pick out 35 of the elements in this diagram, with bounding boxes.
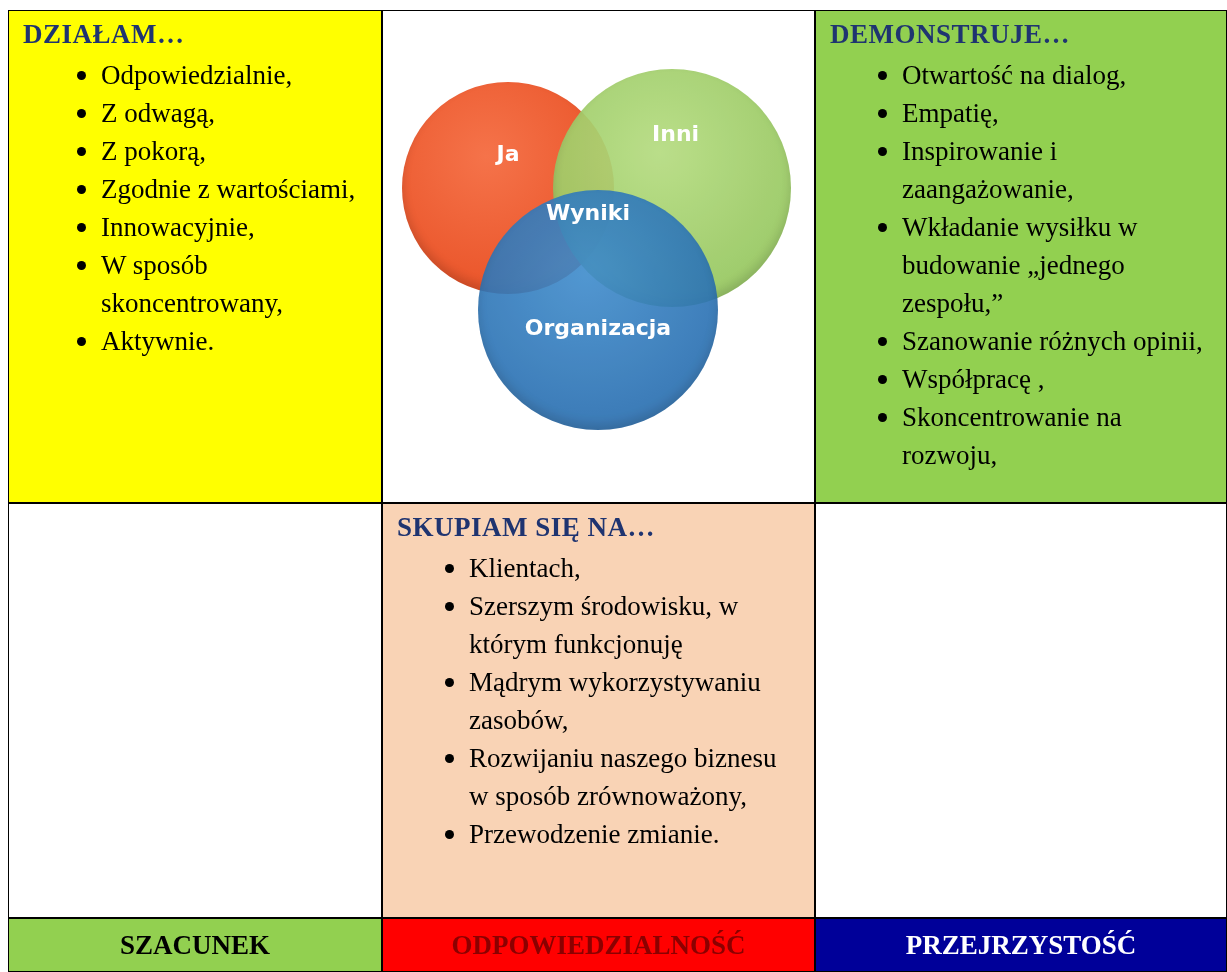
bullet-item: Szerszym środowisku, w którym funkcjonuję <box>443 587 800 663</box>
category-panel <box>8 10 382 503</box>
bullet-item: Skoncentrowanie na rozwoju, <box>876 398 1212 474</box>
value-label: PRZEJRZYSTOŚĆ <box>905 929 1137 961</box>
bullet-item: W sposób skoncentrowany, <box>75 246 367 322</box>
bullet-item: Rozwijaniu naszego biznesu w sposób zrównoważony, <box>443 739 800 815</box>
bullet-item: Empatię, <box>876 94 1212 132</box>
panel-heading: SKUPIAM SIĘ NA… <box>397 512 656 543</box>
circle-label: Inni <box>652 121 700 147</box>
value-bar <box>815 918 1227 972</box>
bullet-item: Przewodzenie zmianie. <box>443 815 800 853</box>
overlap-label: Wyniki <box>546 199 630 225</box>
panel-heading: DZIAŁAM… <box>23 19 185 50</box>
bullet-item: Wkładanie wysiłku w budowanie „jednego zespołu,” <box>876 208 1212 322</box>
bullet-item: Zgodnie z wartościami, <box>75 170 367 208</box>
category-panel <box>382 503 815 918</box>
bullet-item: Z odwagą, <box>75 94 367 132</box>
circle-label: Organizacja <box>524 314 672 340</box>
value-label: ODPOWIEDZIALNOŚĆ <box>451 929 746 961</box>
bullet-item: Innowacyjnie, <box>75 208 367 246</box>
bullet-item: Mądrym wykorzystywaniu zasobów, <box>443 663 800 739</box>
value-bar <box>8 918 382 972</box>
category-panel <box>815 10 1227 503</box>
value-label: SZACUNEK <box>120 929 270 961</box>
panel-heading: DEMONSTRUJE… <box>830 19 1071 50</box>
bullet-item: Klientach, <box>443 549 800 587</box>
bullet-item: Szanowanie różnych opinii, <box>876 322 1212 360</box>
bullet-item: Inspirowanie i zaangażowanie, <box>876 132 1212 208</box>
bullet-item: Współpracę , <box>876 360 1212 398</box>
bullet-item: Aktywnie. <box>75 322 367 360</box>
bullet-item: Odpowiedzialnie, <box>75 56 367 94</box>
circle-label: Ja <box>496 141 520 167</box>
bullet-item: Otwartość na dialog, <box>876 56 1212 94</box>
value-bar <box>382 918 815 972</box>
bullet-item: Z pokorą, <box>75 132 367 170</box>
